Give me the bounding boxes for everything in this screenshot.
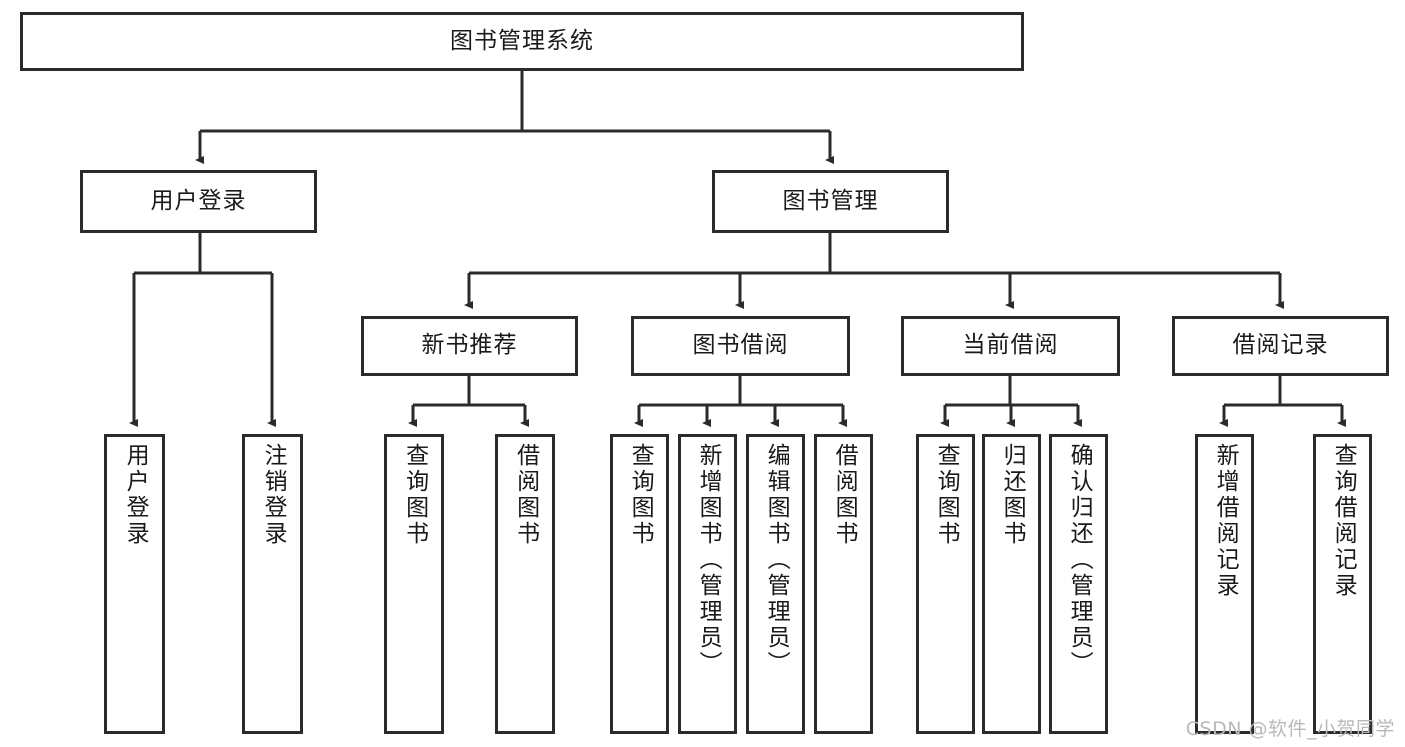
node-leaf-return-book[interactable]: 归还图书: [982, 434, 1041, 734]
node-root-label: 图书管理系统: [450, 27, 594, 54]
node-leaf-logout-label: 注销登录: [260, 443, 287, 547]
node-current-borrow-label: 当前借阅: [962, 332, 1059, 359]
node-new-book-recommend-label: 新书推荐: [421, 332, 518, 359]
node-leaf-query-borrow-record-label: 查询借阅记录: [1330, 443, 1357, 599]
node-leaf-confirm-return-admin-label: 确认归还（管理员）: [1066, 443, 1093, 677]
node-leaf-add-borrow-record[interactable]: 新增借阅记录: [1195, 434, 1254, 734]
node-leaf-borrow-book-label: 借阅图书: [831, 443, 858, 547]
node-leaf-edit-book-admin-label: 编辑图书（管理员）: [763, 443, 790, 677]
node-book-borrow[interactable]: 图书借阅: [631, 316, 850, 376]
node-user-login[interactable]: 用户登录: [80, 170, 317, 233]
node-leaf-add-borrow-record-label: 新增借阅记录: [1212, 443, 1239, 599]
node-leaf-return-book-label: 归还图书: [999, 443, 1026, 547]
node-leaf-add-book-admin[interactable]: 新增图书（管理员）: [678, 434, 737, 734]
node-book-management[interactable]: 图书管理: [712, 170, 949, 233]
node-leaf-current-query-book-label: 查询图书: [933, 443, 960, 547]
node-leaf-current-query-book[interactable]: 查询图书: [916, 434, 975, 734]
node-borrow-record[interactable]: 借阅记录: [1172, 316, 1389, 376]
node-borrow-record-label: 借阅记录: [1232, 332, 1329, 359]
node-leaf-confirm-return-admin[interactable]: 确认归还（管理员）: [1049, 434, 1108, 734]
node-book-management-label: 图书管理: [782, 187, 879, 214]
node-root[interactable]: 图书管理系统: [20, 12, 1024, 71]
node-leaf-recommend-borrow-book[interactable]: 借阅图书: [495, 434, 555, 734]
node-leaf-logout[interactable]: 注销登录: [242, 434, 303, 734]
node-leaf-add-book-admin-label: 新增图书（管理员）: [695, 443, 722, 677]
node-leaf-borrow-query-book-label: 查询图书: [627, 443, 654, 547]
node-leaf-query-borrow-record[interactable]: 查询借阅记录: [1313, 434, 1372, 734]
node-leaf-recommend-query-book[interactable]: 查询图书: [384, 434, 444, 734]
node-user-login-label: 用户登录: [150, 187, 247, 214]
node-leaf-user-login[interactable]: 用户登录: [104, 434, 165, 734]
node-leaf-recommend-borrow-book-label: 借阅图书: [512, 443, 539, 547]
node-new-book-recommend[interactable]: 新书推荐: [361, 316, 578, 376]
node-leaf-user-login-label: 用户登录: [122, 443, 149, 547]
node-leaf-borrow-book[interactable]: 借阅图书: [814, 434, 873, 734]
node-book-borrow-label: 图书借阅: [692, 332, 789, 359]
node-leaf-edit-book-admin[interactable]: 编辑图书（管理员）: [746, 434, 805, 734]
node-current-borrow[interactable]: 当前借阅: [901, 316, 1120, 376]
node-leaf-borrow-query-book[interactable]: 查询图书: [610, 434, 669, 734]
node-leaf-recommend-query-book-label: 查询图书: [401, 443, 428, 547]
